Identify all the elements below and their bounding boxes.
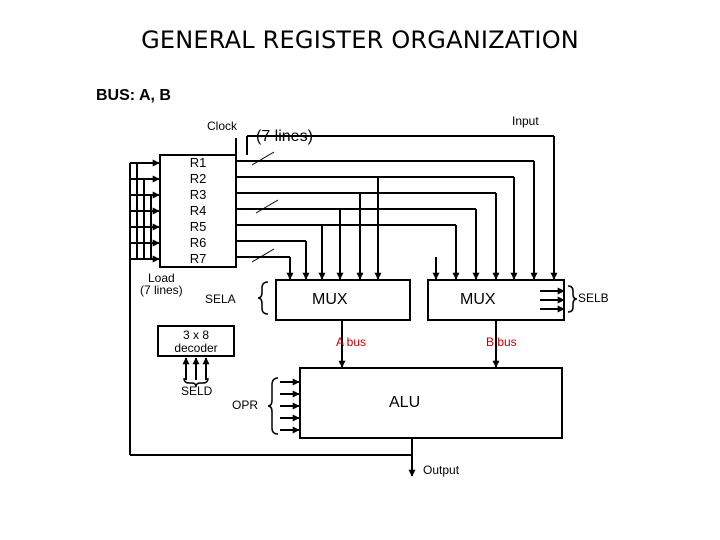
register-r2: R2 [189,171,207,186]
clock-label: Clock [207,119,238,133]
register-block [159,154,237,268]
sela-label: SELA [205,292,236,306]
register-output-buses [236,160,538,280]
mux-b-label: MUX [460,291,496,308]
alu-box [299,367,563,439]
register-r4: R4 [189,203,207,218]
selb-arrows [540,287,565,313]
load-lines-label: (7 lines) [140,283,183,297]
alu-label: ALU [389,394,421,411]
seld-brace [183,377,209,388]
mux-a-box [275,279,411,321]
bus-width-slashes [251,151,279,263]
decoder-label-line2: decoder [174,341,218,355]
decoder-box [157,325,235,357]
alu-input-buses [338,320,500,368]
lines-label: (7 lines) [256,128,313,145]
input-label: Input [512,114,539,128]
seld-arrows [182,357,210,380]
register-r1: R1 [189,155,207,170]
seld-label: SELD [181,384,213,398]
bus-subtitle: BUS: A, B [96,87,171,104]
sela-brace [257,281,269,315]
input-line [246,135,558,280]
output-label: Output [423,463,460,477]
output-feedback-path [130,438,416,477]
load-label: Load [148,271,175,285]
load-input-arrows [129,159,160,455]
mux-a-label: MUX [312,291,348,308]
decoder-label-line1: 3 x 8 [182,328,209,342]
selb-brace [567,285,578,313]
b-bus-label: B bus [486,335,517,349]
selb-label: SELB [578,291,609,305]
register-r6: R6 [189,235,207,250]
opr-brace [267,377,279,435]
page-title: GENERAL REGISTER ORGANIZATION [141,26,579,54]
opr-label: OPR [232,398,259,412]
opr-arrows [280,378,300,434]
register-r5: R5 [189,219,207,234]
register-r7: R7 [189,251,207,266]
a-bus-label: A bus [336,335,367,349]
register-r3: R3 [189,187,207,202]
